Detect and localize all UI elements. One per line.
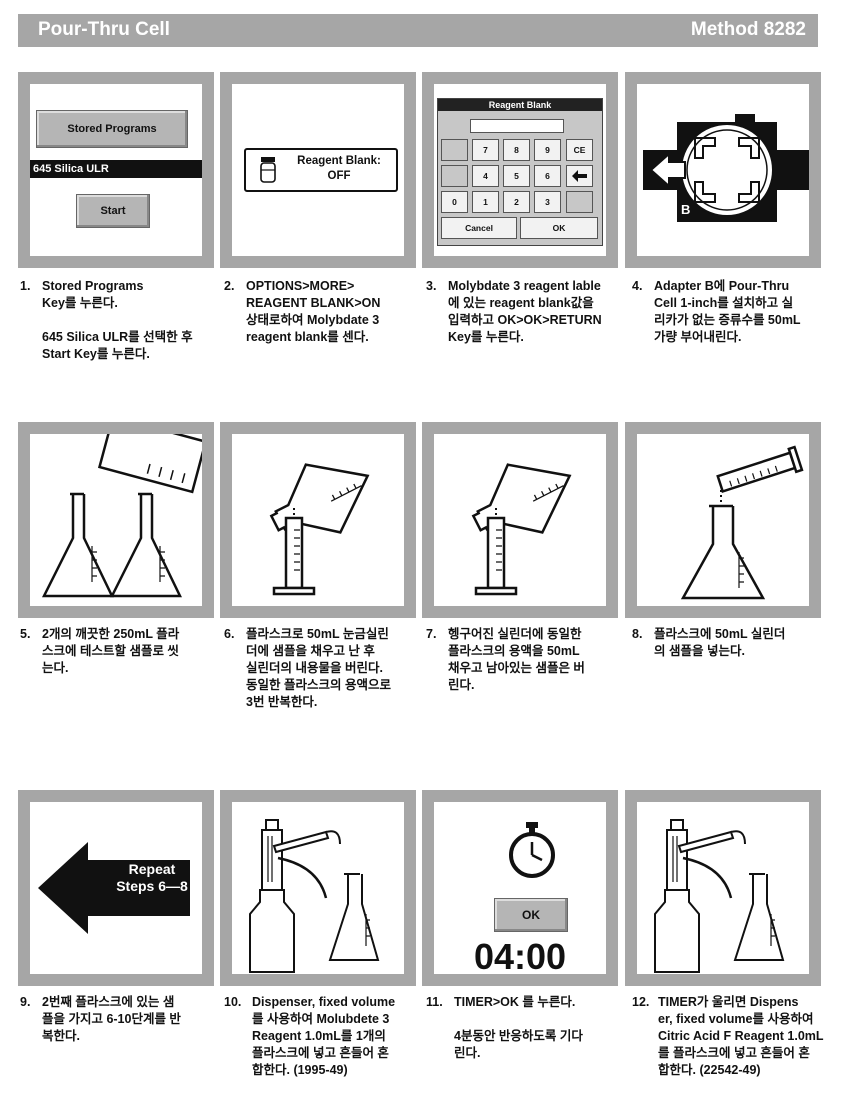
key-6[interactable]: 6 — [534, 165, 561, 187]
keypad-title: Reagent Blank — [438, 99, 602, 111]
fill-cylinder-illustration — [471, 463, 572, 596]
left-arrow-icon — [572, 170, 587, 182]
reagent-value-input[interactable] — [470, 119, 564, 133]
header-bar: Pour-Thru Cell Method 8282 — [18, 14, 818, 47]
panel-step-1: Stored Programs 645 Silica ULR Start — [18, 72, 214, 268]
timer-ok-button[interactable]: OK — [494, 898, 568, 932]
reagent-blank-label: Reagent Blank: — [297, 155, 381, 167]
repeat-arrow-icon — [38, 842, 190, 934]
two-flasks-illustration — [41, 434, 202, 598]
timer-display: 04:00 — [473, 936, 567, 974]
key-0[interactable]: 0 — [441, 191, 468, 213]
stored-programs-button[interactable]: Stored Programs — [36, 110, 188, 148]
adapter-label: B — [681, 202, 691, 217]
blank-key — [441, 165, 468, 187]
panel-step-8 — [625, 422, 821, 618]
panel-step-6 — [220, 422, 416, 618]
dispenser-bottle-illustration — [654, 819, 785, 973]
panel-step-5 — [18, 422, 214, 618]
key-2[interactable]: 2 — [503, 191, 530, 213]
panel-step-12 — [625, 790, 821, 986]
cylinder-into-flask-illustration — [680, 445, 804, 600]
method-number: Method 8282 — [690, 19, 806, 40]
panel-step-7 — [422, 422, 618, 618]
adapter-b-illustration — [643, 114, 809, 222]
key-4[interactable]: 4 — [472, 165, 499, 187]
selected-program[interactable]: 645 Silica ULR — [30, 160, 202, 178]
key-9[interactable]: 9 — [534, 139, 561, 161]
panel-step-3: Reagent Blank 7 8 9 CE 4 5 6 0 1 2 3 Can… — [422, 72, 618, 268]
panel-step-10 — [220, 790, 416, 986]
dispenser-bottle-illustration — [249, 819, 380, 973]
key-5[interactable]: 5 — [503, 165, 530, 187]
ok-button[interactable]: OK — [520, 217, 598, 239]
panel-step-11: OK 04:00 — [422, 790, 618, 986]
blank-key — [441, 139, 468, 161]
cancel-button[interactable]: Cancel — [441, 217, 517, 239]
key-8[interactable]: 8 — [503, 139, 530, 161]
key-ce[interactable]: CE — [566, 139, 593, 161]
panel-step-9: Repeat Steps 6—8 — [18, 790, 214, 986]
backspace-key[interactable] — [566, 165, 593, 187]
panel-step-4: B — [625, 72, 821, 268]
repeat-label: Repeat Steps 6—8 — [116, 861, 188, 894]
key-7[interactable]: 7 — [472, 139, 499, 161]
blank-key — [566, 191, 593, 213]
pour-into-cylinder-illustration — [269, 463, 370, 596]
keypad-dialog: Reagent Blank 7 8 9 CE 4 5 6 0 1 2 3 Can… — [437, 98, 603, 246]
reagent-blank-status: OFF — [327, 170, 351, 182]
vial-icon — [260, 157, 276, 183]
start-button[interactable]: Start — [76, 194, 150, 228]
key-3[interactable]: 3 — [534, 191, 561, 213]
reagent-blank-box: Reagent Blank: OFF — [244, 148, 398, 192]
key-1[interactable]: 1 — [472, 191, 499, 213]
stopwatch-icon — [509, 822, 555, 878]
header-title: Pour-Thru Cell — [38, 19, 170, 40]
panel-step-2: Reagent Blank: OFF — [220, 72, 416, 268]
